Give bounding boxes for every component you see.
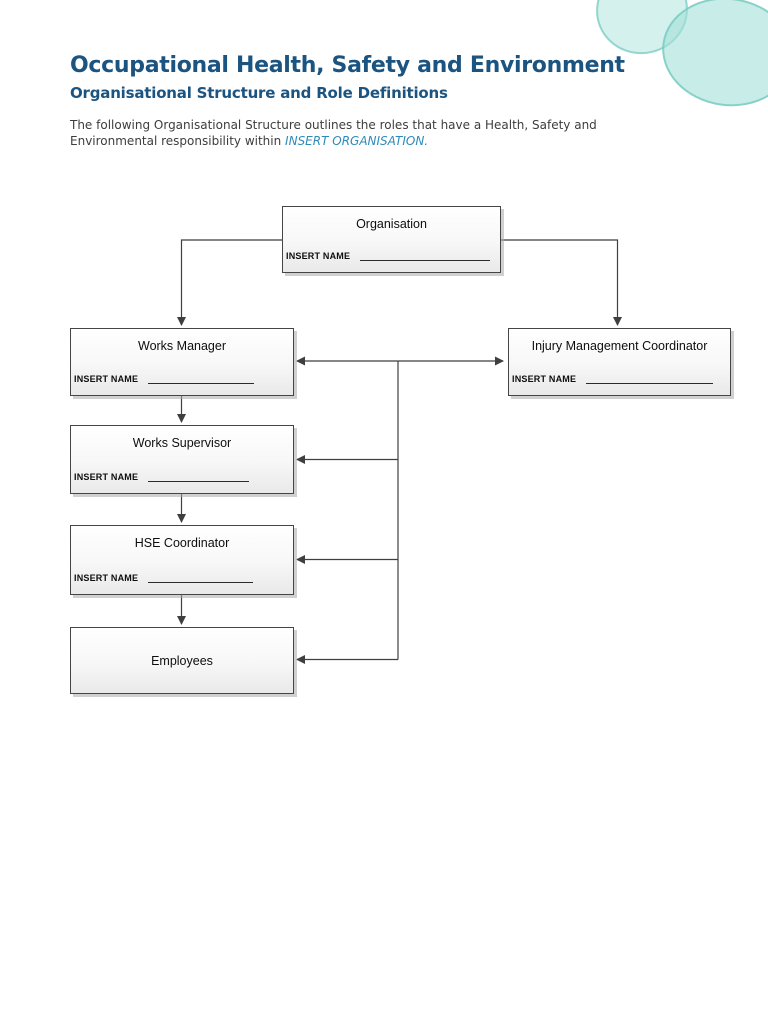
intro-line2: Environmental responsibility within <box>70 134 282 148</box>
insert-name-label: INSERT NAME <box>286 251 351 261</box>
node-title: Organisation <box>356 217 427 231</box>
insert-name-label: INSERT NAME <box>74 472 139 482</box>
insert-name-label: INSERT NAME <box>74 374 139 384</box>
name-underline <box>148 375 255 384</box>
name-underline <box>148 574 254 583</box>
insert-name-label: INSERT NAME <box>74 573 139 583</box>
node-title: Employees <box>151 653 213 668</box>
node-hse-coordinator: HSE Coordinator INSERT NAME <box>70 525 294 595</box>
node-title: Injury Management Coordinator <box>531 339 708 353</box>
insert-name-label: INSERT NAME <box>512 374 577 384</box>
node-injury-management-coordinator: Injury Management Coordinator INSERT NAM… <box>508 328 731 396</box>
node-title: Works Manager <box>138 339 226 353</box>
insert-name-row: INSERT NAME <box>512 374 714 384</box>
insert-name-row: INSERT NAME <box>74 374 255 384</box>
insert-name-row: INSERT NAME <box>74 573 254 583</box>
node-works-manager: Works Manager INSERT NAME <box>70 328 294 396</box>
node-title: Works Supervisor <box>132 436 232 450</box>
node-title: HSE Coordinator <box>134 536 230 550</box>
node-employees: Employees <box>70 627 294 694</box>
page-subtitle: Organisational Structure and Role Defini… <box>70 84 448 102</box>
name-underline <box>586 375 714 384</box>
page-title: Occupational Health, Safety and Environm… <box>70 53 625 78</box>
intro-paragraph: The following Organisational Structure o… <box>70 117 690 149</box>
insert-organisation-placeholder: INSERT ORGANISATION. <box>285 134 429 148</box>
name-underline <box>360 252 491 261</box>
node-works-supervisor: Works Supervisor INSERT NAME <box>70 425 294 494</box>
insert-name-row: INSERT NAME <box>74 472 250 482</box>
name-underline <box>148 473 250 482</box>
intro-line1: The following Organisational Structure o… <box>70 118 597 132</box>
insert-name-row: INSERT NAME <box>286 251 491 261</box>
node-organisation: Organisation INSERT NAME <box>282 206 501 273</box>
